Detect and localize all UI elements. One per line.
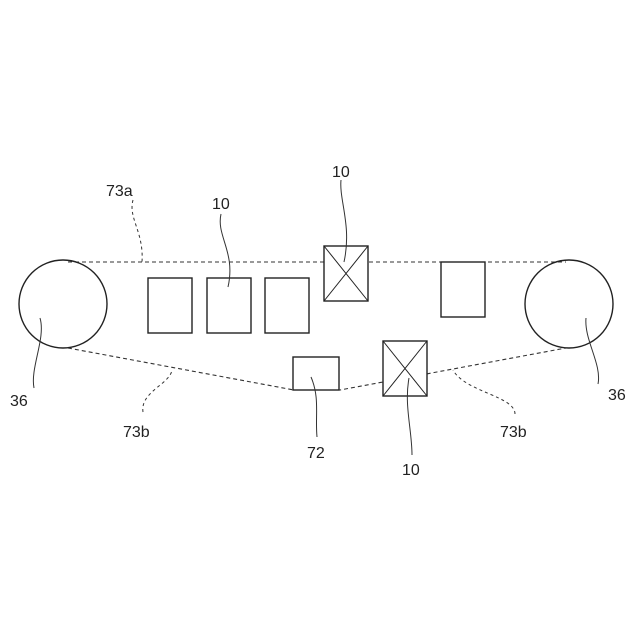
label-73a: 73a bbox=[106, 183, 133, 200]
leader-73b-right bbox=[453, 370, 515, 414]
label-10-bottom: 10 bbox=[402, 462, 420, 479]
leader-10-upper bbox=[220, 214, 230, 287]
article-1 bbox=[148, 278, 192, 333]
article-5 bbox=[441, 262, 485, 317]
label-72: 72 bbox=[307, 445, 325, 462]
left-pulley bbox=[19, 260, 107, 348]
label-73b-left: 73b bbox=[123, 424, 150, 441]
article-3 bbox=[265, 278, 309, 333]
leader-73b-left bbox=[143, 370, 172, 412]
leader-36-left bbox=[33, 318, 41, 388]
label-36-left: 36 bbox=[10, 393, 28, 410]
label-73b-right: 73b bbox=[500, 424, 527, 441]
label-10-upper: 10 bbox=[212, 196, 230, 213]
label-10-top: 10 bbox=[332, 164, 350, 181]
rejected-article-upper bbox=[324, 246, 368, 301]
leader-73a bbox=[132, 200, 142, 262]
rejected-article-lower bbox=[383, 341, 427, 396]
label-36-right: 36 bbox=[608, 387, 626, 404]
block-72 bbox=[293, 357, 339, 390]
article-2 bbox=[207, 278, 251, 333]
right-pulley bbox=[525, 260, 613, 348]
leader-36-right bbox=[586, 318, 599, 384]
